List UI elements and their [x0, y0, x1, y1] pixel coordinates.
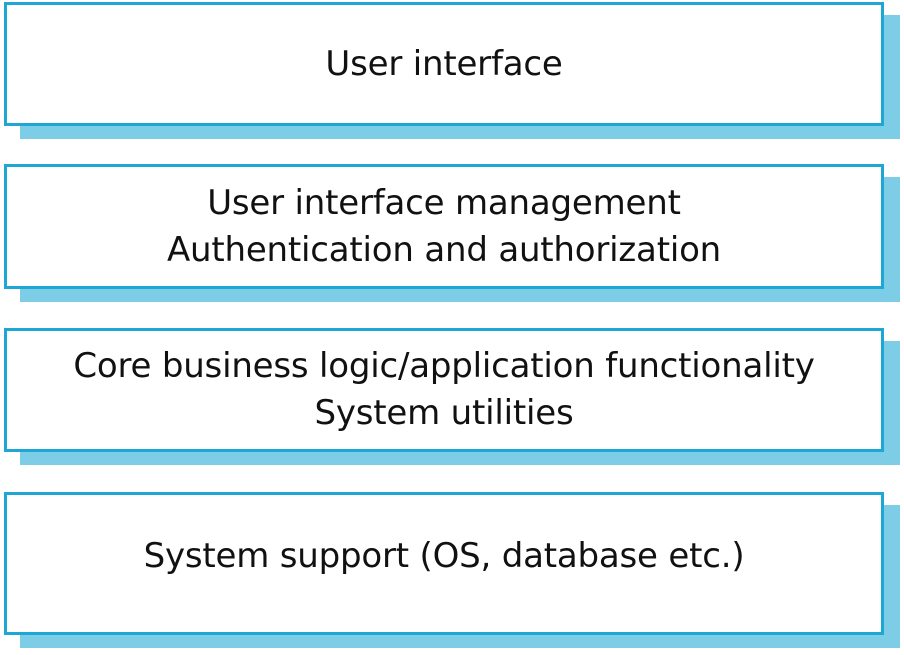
layer-label: Core business logic/application function…: [73, 346, 815, 387]
layer-user-interface: User interface: [4, 2, 884, 126]
layer-label: System support (OS, database etc.): [143, 536, 745, 577]
layer-label: User interface: [325, 43, 563, 84]
layer-system-support: System support (OS, database etc.): [4, 492, 884, 635]
layer-ui-management-auth: User interface management Authentication…: [4, 164, 884, 289]
layer-label: System utilities: [314, 393, 574, 433]
layer-core-business-logic: Core business logic/application function…: [4, 328, 884, 452]
layer-label: Authentication and authorization: [166, 229, 722, 270]
layer-label: User interface management: [207, 182, 681, 223]
